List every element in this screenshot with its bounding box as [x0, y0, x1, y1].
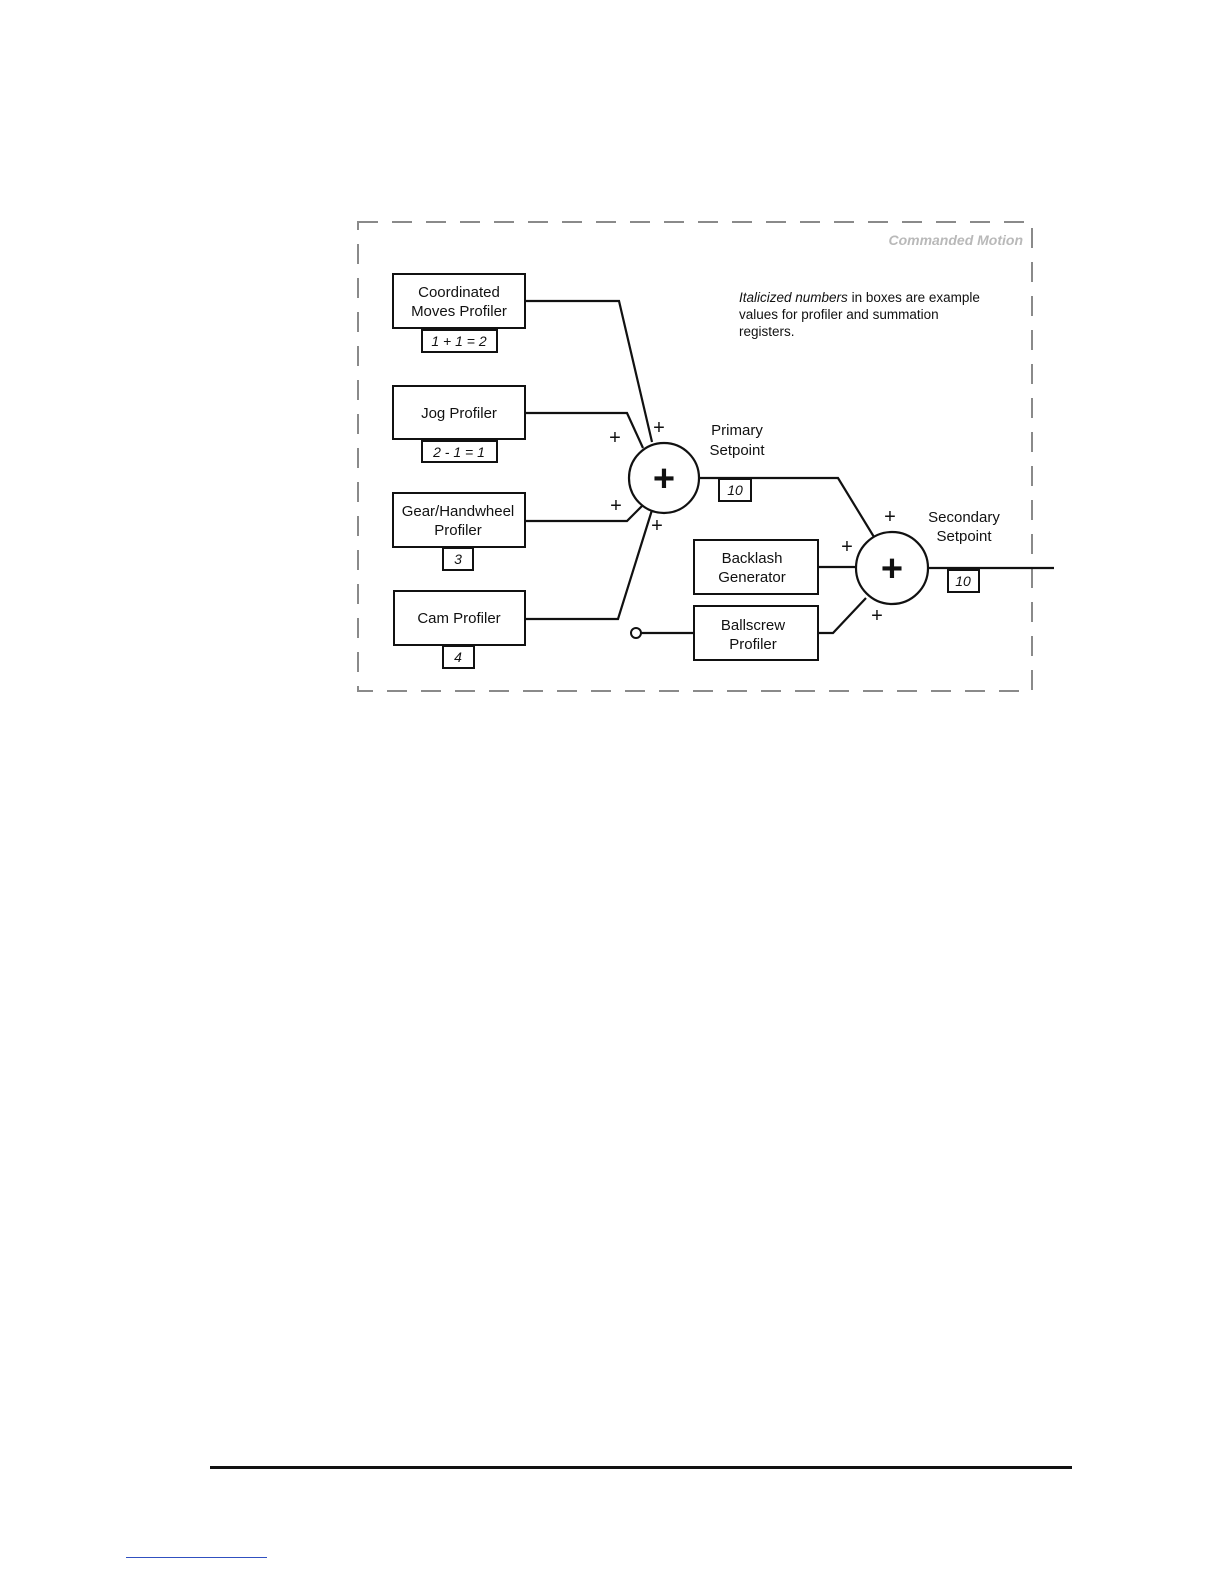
secondary-summing-junction	[854, 530, 930, 606]
secondary-sign-backlash: +	[841, 536, 853, 558]
primary-sign-gear: +	[610, 495, 622, 517]
gear-value-box	[442, 547, 474, 571]
primary-sign-coordinated: +	[653, 417, 665, 439]
primary-value: 10	[727, 482, 743, 498]
secondary-value-box	[947, 569, 980, 593]
jog-label: Jog Profiler	[421, 405, 497, 422]
cam-profiler-block	[393, 590, 526, 646]
coordinated-line-1: Coordinated	[418, 284, 500, 301]
gear-value: 3	[454, 551, 462, 567]
commanded-motion-frame	[357, 221, 1033, 692]
secondary-setpoint-line-2: Setpoint	[936, 528, 992, 545]
secondary-sign-ballscrew: +	[871, 605, 883, 627]
gear-line-1: Gear/Handwheel	[402, 503, 515, 520]
note-italic: Italicized numbers	[739, 290, 848, 305]
wire-jog	[525, 411, 645, 449]
primary-setpoint-line-1: Primary	[711, 422, 763, 439]
footer-rule	[210, 1466, 1072, 1469]
cam-value: 4	[454, 649, 462, 665]
primary-setpoint-line-2: Setpoint	[709, 442, 765, 459]
secondary-sum-plus: +	[881, 548, 903, 590]
note-line-1: Italicized numbers in boxes are example	[739, 290, 980, 305]
cam-value-box	[442, 645, 475, 669]
note-line-2: values for profiler and summation	[739, 307, 939, 322]
backlash-generator-block	[693, 539, 819, 595]
frame-caption: Commanded Motion	[888, 232, 1023, 248]
note-line-3: registers.	[739, 324, 795, 339]
coordinated-line-2: Moves Profiler	[411, 303, 507, 320]
secondary-sign-primary: +	[884, 506, 896, 528]
primary-sum-plus: +	[653, 458, 675, 500]
cam-label: Cam Profiler	[417, 610, 500, 627]
jog-value: 2 - 1 = 1	[432, 444, 485, 460]
coordinated-value-box	[421, 329, 498, 353]
wire-cam	[525, 509, 654, 621]
secondary-value: 10	[955, 573, 971, 589]
coordinated-value: 1 + 1 = 2	[431, 333, 486, 349]
gear-line-2: Profiler	[434, 522, 482, 539]
primary-summing-junction	[627, 441, 701, 515]
ballscrew-line-1: Ballscrew	[721, 617, 785, 634]
ballscrew-input-terminal	[630, 627, 642, 639]
coordinated-moves-profiler-block	[392, 273, 526, 329]
backlash-line-2: Generator	[718, 569, 786, 586]
note-rest: in boxes are example	[848, 290, 980, 305]
wire-gear	[525, 504, 644, 523]
backlash-line-1: Backlash	[722, 550, 783, 567]
wire-ballscrew	[818, 597, 867, 635]
primary-sign-cam: +	[651, 515, 663, 537]
footer-link-underline	[126, 1557, 267, 1558]
jog-value-box	[421, 440, 498, 463]
secondary-setpoint-line-1: Secondary	[928, 509, 1000, 526]
jog-profiler-block	[392, 385, 526, 440]
wire-coordinated	[525, 299, 654, 443]
ballscrew-line-2: Profiler	[729, 636, 777, 653]
ballscrew-profiler-block	[693, 605, 819, 661]
primary-value-box	[718, 478, 752, 502]
primary-sign-jog: +	[609, 427, 621, 449]
gear-handwheel-profiler-block	[392, 492, 526, 548]
